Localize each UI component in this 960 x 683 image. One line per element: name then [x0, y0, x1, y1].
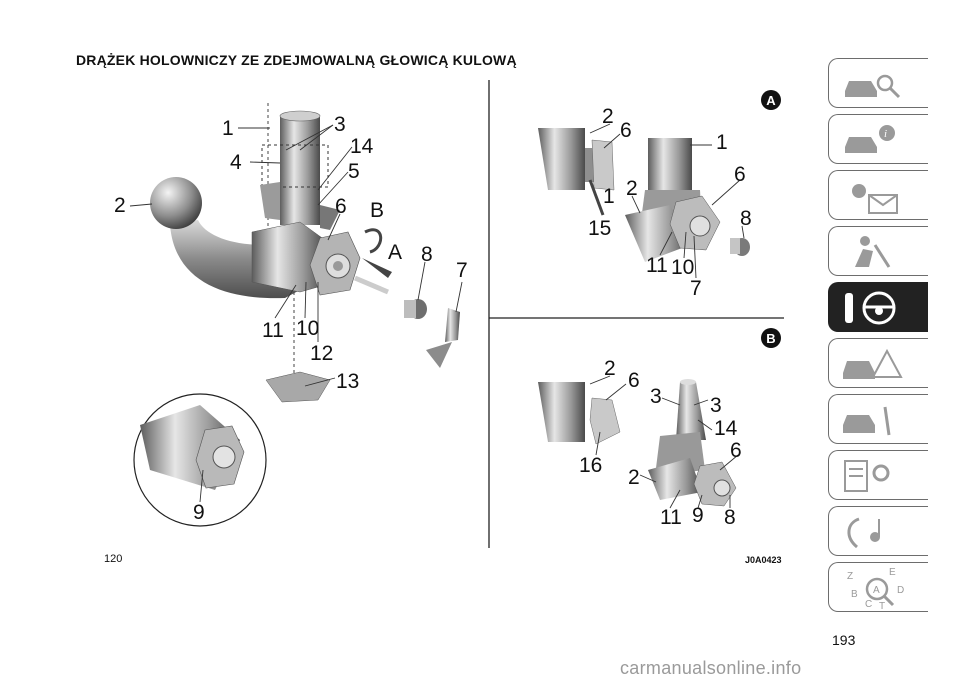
- safety-airbag-icon: [855, 236, 891, 268]
- callout-a-2: 2: [602, 105, 614, 128]
- callout-4: 4: [230, 151, 242, 174]
- emergency-car-icon: [843, 348, 903, 379]
- callout-a-8: 8: [740, 207, 752, 230]
- callout-7: 7: [456, 259, 468, 282]
- callout-a-6b: 6: [734, 163, 746, 186]
- tab-multimedia[interactable]: [828, 506, 928, 556]
- callout-A: A: [388, 241, 403, 264]
- callout-14: 14: [350, 135, 374, 158]
- index-letter-t: T: [879, 601, 885, 612]
- callout-a-2b: 2: [626, 177, 638, 200]
- tab-car-info[interactable]: i: [828, 114, 928, 164]
- callout-a-1: 1: [716, 131, 728, 154]
- callout-b-2: 2: [604, 357, 616, 380]
- tab-safety[interactable]: [828, 226, 928, 276]
- multimedia-icon: [847, 517, 880, 549]
- callout-b-9: 9: [692, 504, 704, 527]
- callout-11: 11: [262, 319, 284, 342]
- callout-a-6: 6: [620, 119, 632, 142]
- page-number-right: 193: [832, 632, 856, 648]
- callout-b-14: 14: [714, 417, 738, 440]
- tab-emergency[interactable]: [828, 338, 928, 388]
- svg-text:i: i: [884, 128, 887, 140]
- index-letter-c: C: [865, 599, 872, 610]
- main-towbar-drawing: [150, 103, 460, 403]
- index-icon: Z E A B C D T: [847, 567, 904, 612]
- callout-1: 1: [222, 117, 234, 140]
- callout-b-6b: 6: [730, 439, 742, 462]
- index-letter-e: E: [889, 567, 896, 578]
- tab-start-driving[interactable]: [828, 282, 928, 332]
- callout-a-10: 10: [671, 256, 695, 279]
- callout-6: 6: [335, 195, 347, 218]
- tab-maintenance[interactable]: [828, 394, 928, 444]
- callout-8: 8: [421, 243, 433, 266]
- footer-watermark: carmanualsonline.info: [620, 658, 802, 678]
- technical-data-icon: [844, 460, 890, 492]
- page-number-left: 120: [104, 553, 123, 565]
- callout-a-7: 7: [690, 277, 702, 300]
- callout-b-3b: 3: [710, 394, 722, 417]
- key-steering-wheel-icon: [845, 291, 896, 325]
- callout-9: 9: [193, 501, 205, 524]
- callout-a-11: 11: [646, 254, 668, 277]
- callout-10: 10: [296, 317, 320, 340]
- panel-b-drawing: [538, 379, 737, 507]
- maintenance-car-icon: [843, 406, 891, 436]
- callout-B: B: [370, 199, 385, 222]
- callout-b-8: 8: [724, 506, 736, 529]
- panel-a-label: A: [761, 90, 781, 110]
- callout-12: 12: [310, 342, 334, 365]
- callout-b-11: 11: [660, 506, 682, 529]
- callout-a-1b: 1: [603, 185, 615, 208]
- tab-dashboard[interactable]: [828, 58, 928, 108]
- panel-b-label: B: [761, 328, 781, 348]
- index-letter-d: D: [897, 585, 904, 596]
- tab-warning-lights[interactable]: [828, 170, 928, 220]
- callout-2: 2: [114, 194, 126, 217]
- tab-index[interactable]: Z E A B C D T: [828, 562, 928, 612]
- index-letter-b: B: [851, 589, 858, 600]
- callout-b-6: 6: [628, 369, 640, 392]
- warning-lights-icon: [852, 184, 898, 214]
- callout-5: 5: [348, 160, 360, 183]
- tab-technical-data[interactable]: [828, 450, 928, 500]
- callout-3: 3: [334, 113, 346, 136]
- index-letter-a: A: [873, 585, 880, 596]
- car-info-icon: i: [845, 125, 895, 153]
- index-letter-z: Z: [847, 571, 853, 582]
- panel-a-drawing: [538, 128, 750, 262]
- dashboard-car-icon: [845, 74, 901, 99]
- callout-b-16: 16: [579, 454, 603, 477]
- callout-b-2b: 2: [628, 466, 640, 489]
- section-title: DRĄŻEK HOLOWNICZY ZE ZDEJMOWALNĄ GŁOWICĄ…: [76, 52, 517, 68]
- callout-b-3: 3: [650, 385, 662, 408]
- detail-circle: [133, 393, 267, 527]
- callout-a-15: 15: [588, 217, 612, 240]
- callout-13: 13: [336, 370, 360, 393]
- figure-code: J0A0423: [745, 555, 782, 565]
